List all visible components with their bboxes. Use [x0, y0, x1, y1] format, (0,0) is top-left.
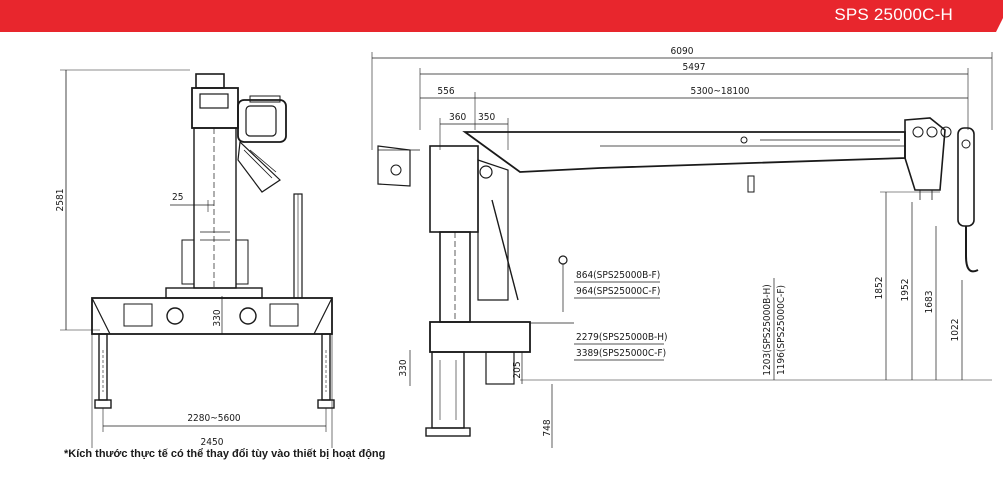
- dim-outrigger-span: 2280~5600: [187, 413, 241, 424]
- model-title: SPS 25000C-H: [834, 5, 953, 24]
- dim-side-748: 748: [542, 419, 553, 436]
- vertical-label-c: 1196(SPS25000C-F): [776, 285, 787, 375]
- dim-base-width: 2450: [201, 437, 224, 448]
- label-c-lower: 3389(SPS25000C-F): [576, 348, 666, 359]
- dim-b: 350: [478, 112, 495, 123]
- header-bar: SPS 25000C-H: [0, 0, 1003, 32]
- dim-front-base-height: 330: [212, 309, 223, 326]
- dim-1852: 1852: [874, 277, 885, 300]
- dim-1022: 1022: [950, 319, 961, 342]
- header-banner: [0, 0, 1003, 32]
- dim-1952: 1952: [900, 279, 911, 302]
- label-b-lower: 2279(SPS25000B-H): [576, 332, 668, 343]
- label-c-upper: 964(SPS25000C-F): [576, 286, 660, 297]
- dim-a: 360: [449, 112, 466, 123]
- side-view: 6090 5497 556 5300~18100 360 350: [371, 46, 993, 448]
- dim-side-205: 205: [512, 361, 523, 378]
- dim-side-base-330: 330: [398, 359, 409, 376]
- dim-boom-length: 5497: [683, 62, 706, 73]
- footnote: *Kích thước thực tế có thể thay đổi tùy …: [64, 448, 386, 460]
- header-red-stripe: [0, 0, 1003, 32]
- front-view: 2581 25 330: [55, 69, 335, 448]
- dim-1683: 1683: [924, 291, 935, 314]
- vertical-label-b: 1203(SPS25000B-H): [762, 284, 773, 376]
- dim-front-offset: 25: [172, 192, 183, 203]
- dim-boom-reach: 5300~18100: [690, 86, 749, 97]
- technical-drawing: 2581 25 330: [55, 46, 993, 448]
- dim-column-offset: 556: [437, 86, 454, 97]
- dim-front-height: 2581: [55, 189, 66, 212]
- dim-total-length: 6090: [671, 46, 694, 57]
- label-b-upper: 864(SPS25000B-F): [576, 270, 660, 281]
